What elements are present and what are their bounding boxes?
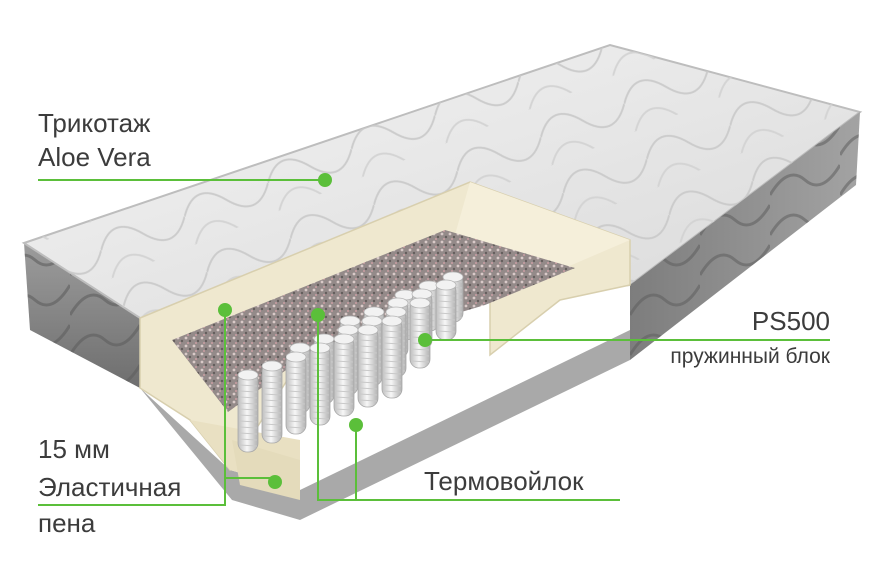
spring-pocket xyxy=(285,351,307,435)
spring-pocket xyxy=(409,297,431,369)
label-foam-line2: пена xyxy=(38,508,96,538)
leader-lines xyxy=(38,179,830,506)
label-felt: Термовойлок xyxy=(424,466,584,496)
leader-dots xyxy=(218,173,432,489)
dot-knit xyxy=(318,173,332,187)
dot-felt-2 xyxy=(349,418,363,432)
label-knit-line2: Aloe Vera xyxy=(38,142,151,172)
dot-foam xyxy=(218,303,232,317)
label-spring-desc: пружинный блок xyxy=(670,345,830,368)
spring-pocket xyxy=(435,279,457,341)
label-spring-model: PS500 xyxy=(751,306,830,336)
spring-pocket xyxy=(309,342,331,426)
mattress-top-surface xyxy=(21,43,863,320)
dot-spring xyxy=(418,333,432,347)
dot-foam-bottom xyxy=(268,475,282,489)
leader-foam xyxy=(38,310,226,506)
mattress-left-side xyxy=(24,243,140,388)
label-foam-thickness: 15 мм xyxy=(38,434,110,464)
mattress-right-side xyxy=(630,112,860,360)
spring-pocket xyxy=(333,333,355,417)
spring-pocket xyxy=(381,315,403,399)
leader-felt xyxy=(317,315,620,501)
label-foam-line1: Эластичная xyxy=(38,472,182,502)
label-knit-line1: Трикотаж xyxy=(38,108,151,138)
spring-pocket xyxy=(357,324,379,408)
spring-pocket xyxy=(261,360,283,444)
spring-pocket xyxy=(237,369,259,453)
dot-felt xyxy=(311,308,325,322)
